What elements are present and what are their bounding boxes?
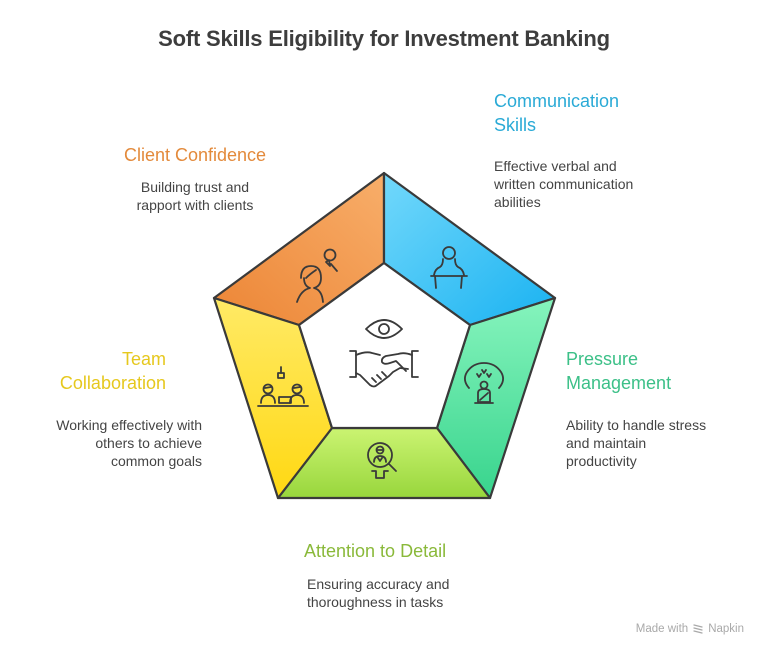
desc-attention-to-detail: Ensuring accuracy and thoroughness in ta…	[307, 575, 507, 611]
desc-line: Ensuring accuracy and	[307, 576, 450, 592]
napkin-logo-icon	[693, 624, 703, 634]
desc-line: and maintain	[566, 435, 647, 451]
label-line: Team	[121, 349, 166, 369]
label-line: Collaboration	[59, 373, 166, 393]
desc-line: Working effectively with	[56, 417, 202, 433]
napkin-watermark: Made with Napkin	[636, 623, 744, 635]
desc-client-confidence: Building trust and rapport with clients	[100, 178, 290, 214]
label-line: Pressure	[566, 349, 639, 369]
team-desk-icon	[257, 366, 309, 407]
desc-line: thoroughness in tasks	[307, 594, 444, 610]
label-client-confidence: Client Confidence	[123, 145, 267, 165]
label-attention-to-detail: Attention to Detail	[304, 541, 447, 561]
label-line: Communication	[494, 91, 620, 111]
desc-line: productivity	[566, 453, 637, 469]
desc-team-collaboration: Working effectively with others to achie…	[20, 416, 202, 470]
label-team-collaboration: Team Collaboration	[16, 347, 166, 395]
label-pressure-management: Pressure Management	[566, 347, 756, 395]
center-pentagon	[297, 261, 472, 430]
speaker-podium-icon	[430, 246, 468, 289]
desc-communication-skills: Effective verbal and written communicati…	[494, 157, 694, 211]
desc-line: Building trust and	[140, 179, 250, 195]
label-line: Skills	[494, 115, 537, 135]
desc-line: rapport with clients	[136, 197, 254, 213]
label-communication-skills: Communication Skills	[494, 89, 694, 137]
people-interaction-icon	[296, 248, 338, 303]
label-line: Management	[566, 373, 672, 393]
page-title: Soft Skills Eligibility for Investment B…	[158, 26, 610, 51]
meditating-person-icon	[464, 362, 504, 404]
desc-line: written communication	[494, 176, 634, 192]
desc-line: abilities	[494, 194, 541, 210]
desc-line: common goals	[110, 453, 202, 469]
made-with-text: Made with	[635, 623, 689, 635]
desc-line: others to achieve	[95, 435, 202, 451]
eye-handshake-icon	[349, 319, 419, 388]
person-magnifier-icon	[367, 442, 397, 479]
napkin-brand-text: Napkin	[708, 623, 744, 635]
desc-line: Effective verbal and	[494, 158, 617, 174]
desc-pressure-management: Ability to handle stress and maintain pr…	[566, 416, 756, 470]
desc-line: Ability to handle stress	[566, 417, 707, 433]
